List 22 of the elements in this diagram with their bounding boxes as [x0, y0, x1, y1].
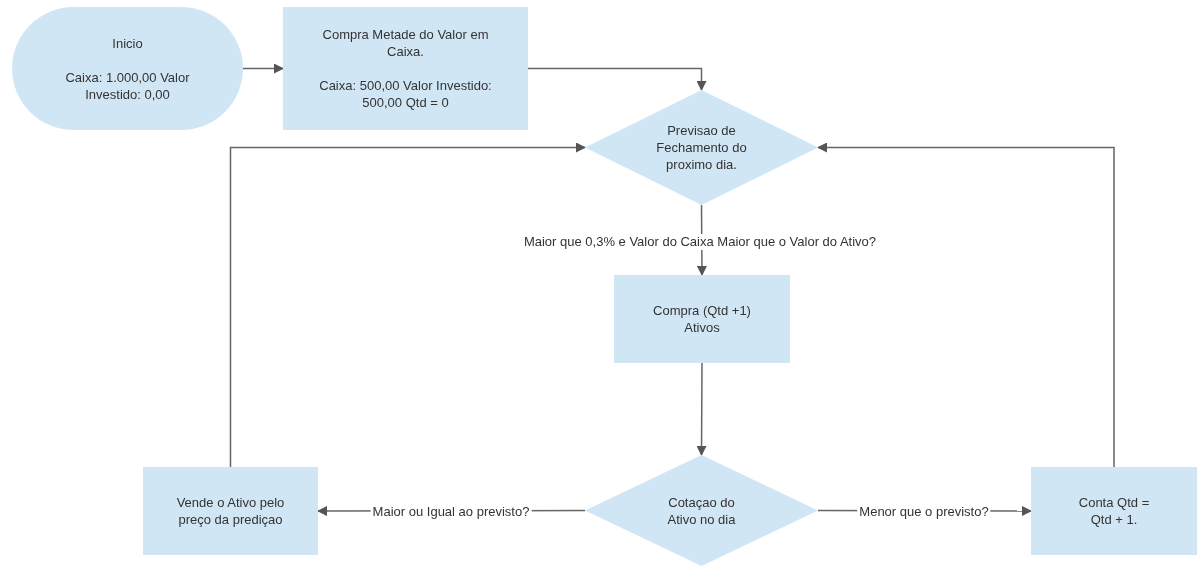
edge-label: Menor que o previsto? [857, 504, 991, 520]
edge-label: Maior ou Igual ao previsto? [370, 504, 532, 520]
node-text: Conta Qtd = Qtd + 1. [1077, 494, 1151, 528]
arrow [229, 142, 586, 468]
node-text: Inicio [112, 34, 143, 52]
process-box [143, 467, 318, 555]
arrow [242, 63, 284, 74]
decision-diamond [585, 455, 818, 566]
node-text: Cotaçao do Ativo no dia [666, 493, 737, 528]
node-text: Caixa: 1.000,00 Valor Investido: 0,00 [64, 68, 191, 103]
process-box [283, 7, 528, 130]
node-text: Compra Metade do Valor em Caixa. [321, 26, 490, 60]
node-text: Compra (Qtd +1) Ativos [652, 302, 752, 336]
node-text: Previsao de Fechamento do proximo dia. [655, 122, 748, 173]
node-text: Vende o Ativo pelo preço da prediçao [175, 494, 286, 528]
process-box [1031, 467, 1197, 555]
arrow [696, 362, 707, 456]
process-box [614, 275, 790, 363]
arrow [527, 67, 707, 91]
arrow [817, 142, 1115, 468]
decision-diamond [585, 90, 818, 205]
node-text: Caixa: 500,00 Valor Investido: 500,00 Qtd = 0 [318, 77, 493, 111]
